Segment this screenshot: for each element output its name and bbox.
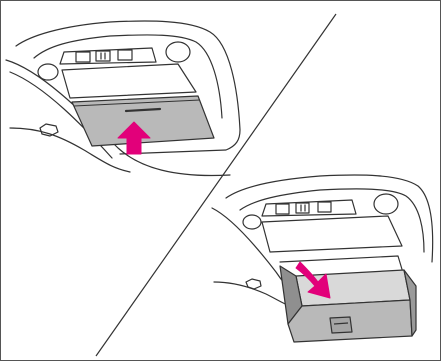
headliner-lower bbox=[214, 282, 290, 306]
switch-left bbox=[276, 204, 289, 214]
map-light-lens bbox=[38, 64, 58, 80]
dome-light-button bbox=[166, 42, 190, 62]
switch-left bbox=[76, 52, 90, 62]
switch-right bbox=[318, 202, 331, 212]
map-light-lens bbox=[243, 215, 261, 229]
switch-center bbox=[296, 203, 309, 213]
step-close-panel bbox=[6, 21, 240, 176]
dome-light-button bbox=[374, 194, 398, 214]
holder-latch bbox=[330, 317, 352, 333]
trim-clip bbox=[246, 279, 261, 289]
console-upper-panel bbox=[62, 64, 196, 98]
switch-right bbox=[118, 50, 132, 60]
sunglasses-holder-open bbox=[280, 266, 416, 342]
console-upper-panel bbox=[262, 216, 402, 252]
switch-center bbox=[96, 51, 110, 61]
